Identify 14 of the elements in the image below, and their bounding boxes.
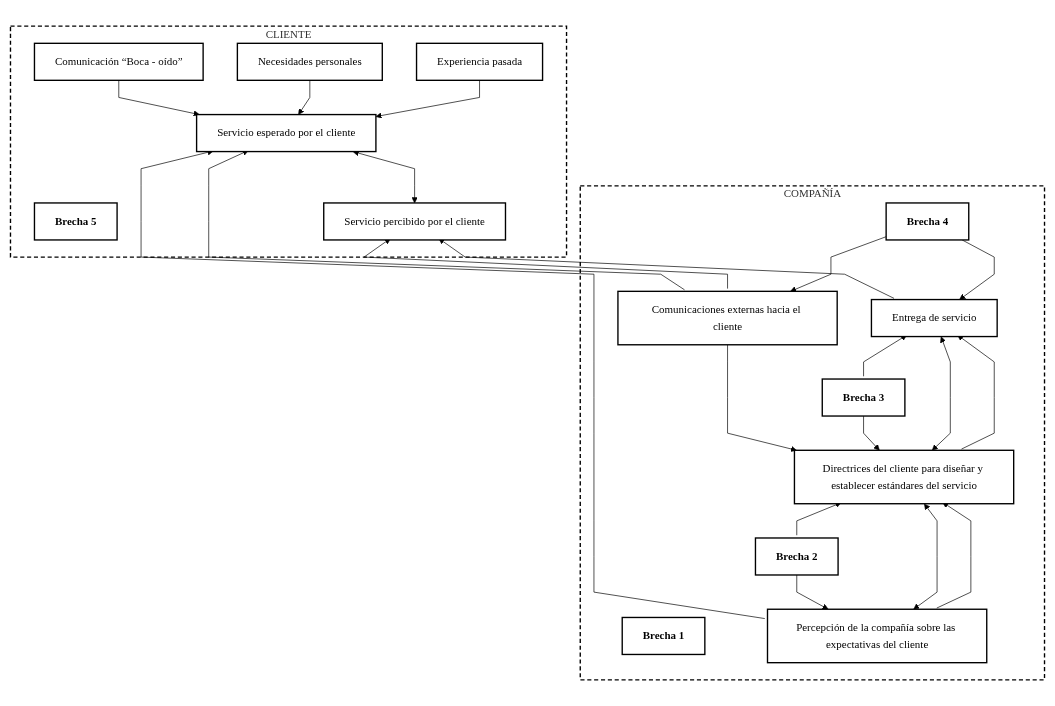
node-box: Brecha 2 <box>754 537 839 576</box>
node-box: Comunicación “Boca - oído” <box>33 42 204 81</box>
node-box: Necesidades personales <box>236 42 383 81</box>
node-box: Servicio percibido por el cliente <box>323 202 507 241</box>
node-box: Brecha 3 <box>821 378 906 417</box>
node-box: Brecha 4 <box>885 202 970 241</box>
node-box: Brecha 1 <box>621 616 706 656</box>
node-box: Servicio esperado por el cliente <box>195 113 377 153</box>
node-box: Comunicaciones externas hacia el cliente <box>617 290 838 346</box>
node-box: Percepción de la compañía sobre las expectativas del cliente <box>766 608 988 664</box>
node-box: Experiencia pasada <box>415 42 544 81</box>
node-box: Entrega de servicio <box>870 298 998 338</box>
node-box: Directrices del cliente para diseñar y establecer estándares del servicio <box>793 449 1015 505</box>
node-box: Brecha 5 <box>33 202 118 241</box>
